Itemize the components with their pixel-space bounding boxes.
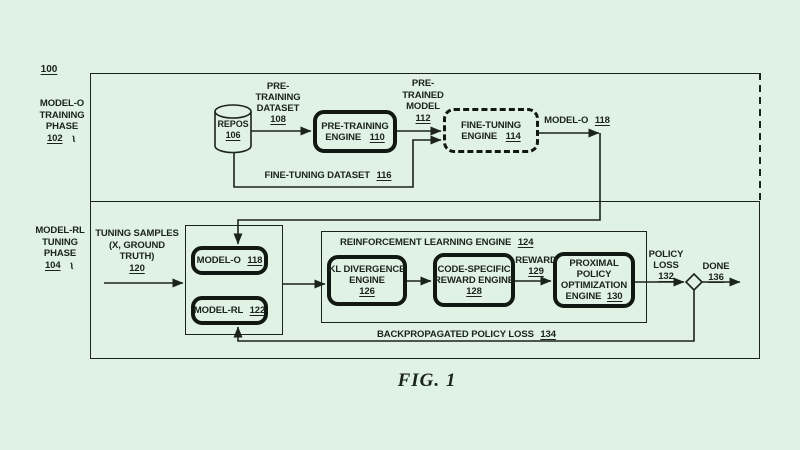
figure-caption: FIG. 1 [397,370,457,391]
repos-datastore-label: REPOS 106 [217,119,249,140]
fine-tuning-dataset-label: FINE-TUNING DATASET 116 [264,170,392,181]
done-label: DONE 136 [702,261,730,283]
tuning-samples-label: TUNING SAMPLES (X, GROUND TRUTH) 120 [95,228,179,274]
pre-trained-model-label: PRE- TRAINED MODEL 112 [402,78,444,124]
reinforcement-learning-engine-title: REINFORCEMENT LEARNING ENGINE 124 [340,237,534,248]
policy-loss-label: POLICY LOSS 132 [648,249,684,282]
kl-divergence-engine-box: KL DIVERGENCE ENGINE 126 [327,255,407,306]
tilde-mark: ~ [65,132,82,144]
tuning-phase-label: MODEL-RL TUNING PHASE 104 ~ [35,225,85,271]
backpropagated-policy-loss-label: BACKPROPAGATED POLICY LOSS 134 [377,329,556,340]
reward-label: REWARD 129 [515,255,557,277]
code-specific-reward-engine-box: CODE-SPECIFIC REWARD ENGINE 128 [433,253,515,307]
pre-training-dataset-label: PRE- TRAINING DATASET 108 [255,81,301,125]
model-o-output-label: MODEL-O 118 [544,115,610,126]
proximal-policy-optimization-engine-box: PROXIMAL POLICY OPTIMIZATION ENGINE 130 [553,252,635,308]
fine-tuning-engine-box: FINE-TUNING ENGINE 114 [443,108,539,153]
tilde-mark: ~ [63,259,80,271]
model-o-training-phase-box [90,73,761,202]
training-phase-label: MODEL-O TRAINING PHASE 102 ~ [39,98,85,144]
model-rl-box: MODEL-RL 122 [191,296,268,325]
pre-training-engine-box: PRE-TRAINING ENGINE 110 [313,110,397,153]
diagram-ref-number: 100 [40,64,58,75]
model-o-box: MODEL-O 118 [191,246,268,275]
